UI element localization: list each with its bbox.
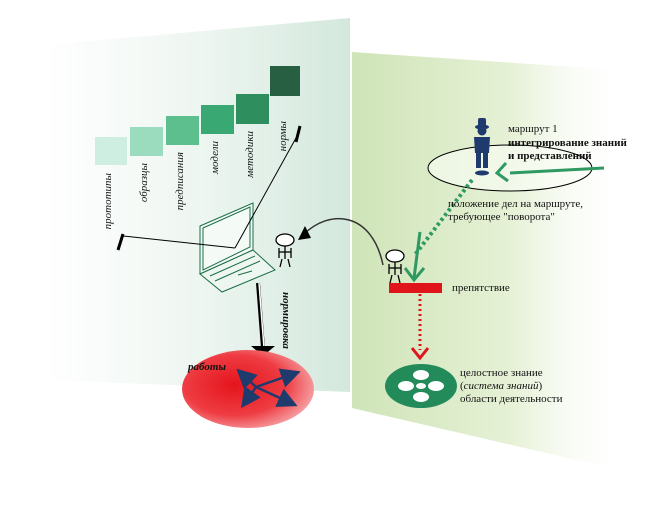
person-left-icon [275,233,295,268]
red-dotted-arrowhead [410,347,430,361]
right-scale-marker [294,125,302,143]
scale-cell-samples [130,127,163,156]
holistic-knowledge-icon [385,364,457,408]
scale-label-prescriptions: предписания [174,152,186,210]
dotted-route-to-turn [412,178,474,258]
route-person-icon [474,118,490,176]
knowledge-line-1: целостное знание [460,367,543,379]
obstacle-bar [389,283,442,293]
works-label: работы [187,361,226,373]
connector-left-to-laptop [122,235,236,249]
scale-label-models: модели [209,141,221,175]
knowledge-line-3: области деятельности [460,393,563,405]
obstacle-approach-arrowhead [403,267,426,283]
scale-label-prototypes: прототипы [102,172,114,229]
scale-cell-prescriptions [166,116,199,145]
obstacle-label: препятствие [452,282,510,294]
turn-curve-arrowhead [298,226,311,240]
scale-cell-models [201,105,234,134]
route-title: маршрут 1 [508,123,558,135]
left-scale-marker [116,233,125,251]
turn-curve-arrow [302,217,384,266]
turn-caption-1: положение дел на маршруте, [448,198,583,210]
connector-right-to-laptop [234,137,297,249]
norming-arrow [251,282,275,356]
route-entry-arrow [509,166,605,175]
knowledge-line-2: (система знаний) [460,380,542,392]
person-right-icon [385,249,405,284]
scale-cell-methods [236,94,269,124]
route-entry-arrowhead [494,161,509,183]
route-subtitle-2: и представлений [508,150,592,162]
obstacle-approach-arrow [412,231,422,279]
laptop-icon [199,202,276,293]
route-subtitle-1: интегрирование знаний [508,137,627,149]
norming-label: нормировка [280,292,292,349]
normativity-scale [95,66,300,165]
turn-caption-2: требующее "поворота" [448,211,555,223]
scale-label-methods: методики [244,131,256,179]
scale-cell-prototypes [95,137,127,165]
works-arrows-icon [236,368,301,409]
scale-label-norms: нормы [277,120,289,151]
scale-cell-norms [270,66,300,96]
scale-label-samples: образцы [138,162,150,202]
left-wall-panel [45,18,350,392]
